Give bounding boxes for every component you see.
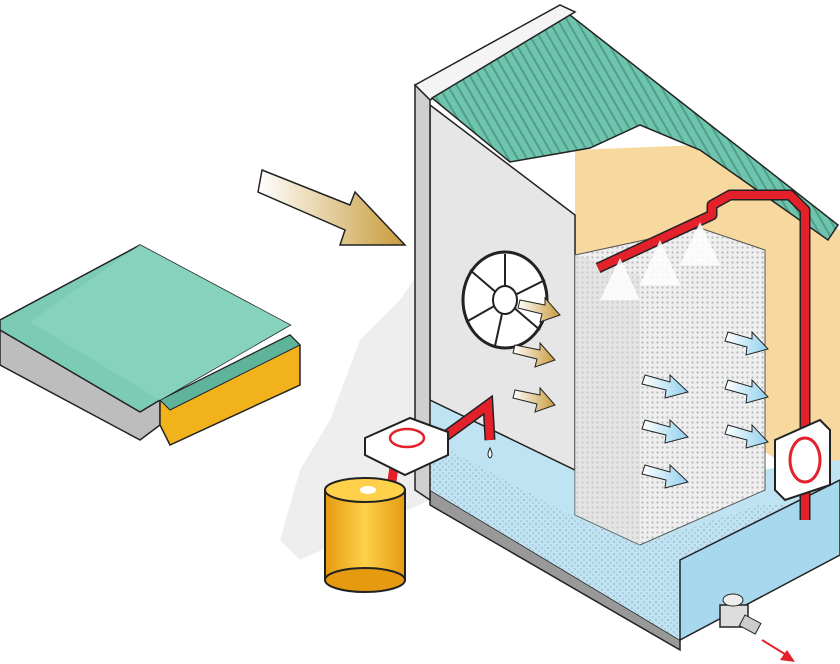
circulation-pump-left bbox=[364, 416, 449, 477]
drain-arrow bbox=[761, 639, 795, 662]
spray-pipe bbox=[595, 189, 811, 520]
recycle-icon bbox=[788, 436, 822, 484]
water-drop-icon bbox=[487, 446, 493, 459]
roof bbox=[430, 14, 840, 242]
recycle-icon bbox=[388, 427, 426, 449]
cool-air-arrows bbox=[641, 330, 769, 489]
supply-tank bbox=[324, 477, 406, 593]
fan-icon bbox=[461, 250, 549, 350]
incoming-air-arrow bbox=[257, 168, 407, 246]
warm-air-arrows bbox=[512, 296, 561, 413]
barn bbox=[0, 244, 301, 446]
circulation-pump-right bbox=[774, 418, 831, 502]
drain-valve-icon bbox=[719, 593, 762, 635]
